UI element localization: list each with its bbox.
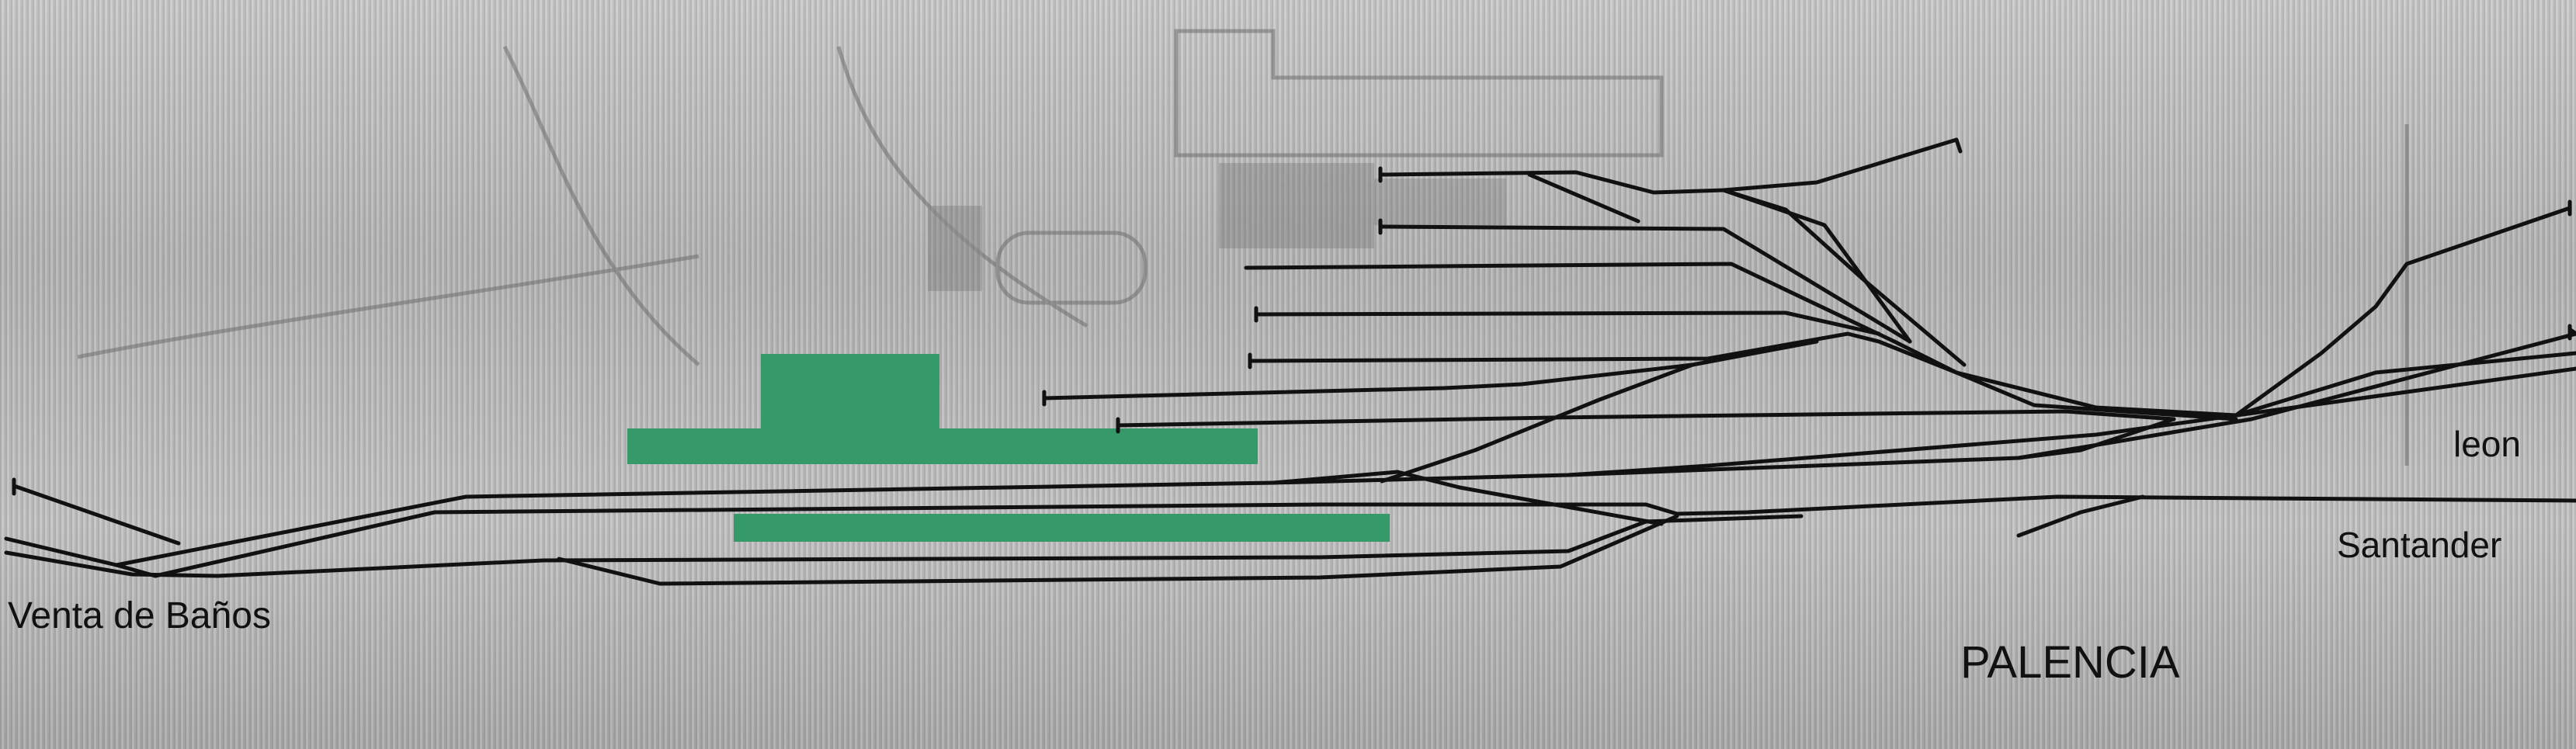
platform-island [734,514,1390,542]
track-santander [153,494,2576,578]
station-label-palencia: PALENCIA [1960,637,2180,688]
track-siding-6 [1378,137,1959,195]
track-siding-6-end [1954,137,1963,154]
faded-building-block-2 [1374,179,1506,225]
track-siding-4 [1244,262,1897,344]
destination-label-venta-de-banos: Venta de Baños [8,595,271,636]
track-crossover-3 [2016,494,2145,538]
track-throat [1892,339,2238,418]
track-siding-2 [1248,331,2238,421]
track-siding-3 [1254,310,1881,336]
track-siding-6-branch [1527,172,1640,224]
track-left-spur [12,484,181,546]
faded-rounded-block [995,231,1147,305]
platform-building [761,354,939,432]
track-siding-curve-2 [1721,188,1912,344]
track-crossover-2 [2016,417,2176,460]
faded-base-plan [77,29,2409,466]
track-right-middle [2234,351,2576,418]
track-diagonal-1 [1380,362,1695,484]
destination-label-santander: Santander [2337,525,2502,565]
faded-building-outline [1174,29,1664,158]
faded-road-curve-2 [836,46,1088,328]
destination-label-leon: leon [2453,424,2521,464]
faded-building-block [1219,163,1374,248]
track-right-branch [2234,206,2572,418]
tracks [4,137,2576,586]
track-south-loop [557,514,1679,586]
track-main-south [4,514,1804,578]
platform-main [627,428,1258,464]
track-siding-5 [1378,224,1912,344]
track-leon [1566,331,2576,477]
track-crossover-1 [1271,470,1664,526]
track-siding-1 [1042,339,1819,401]
platforms [627,354,1390,542]
faded-road-left [77,254,700,359]
track-platform-road [1116,409,2176,428]
faded-road-curve-1 [502,45,700,366]
